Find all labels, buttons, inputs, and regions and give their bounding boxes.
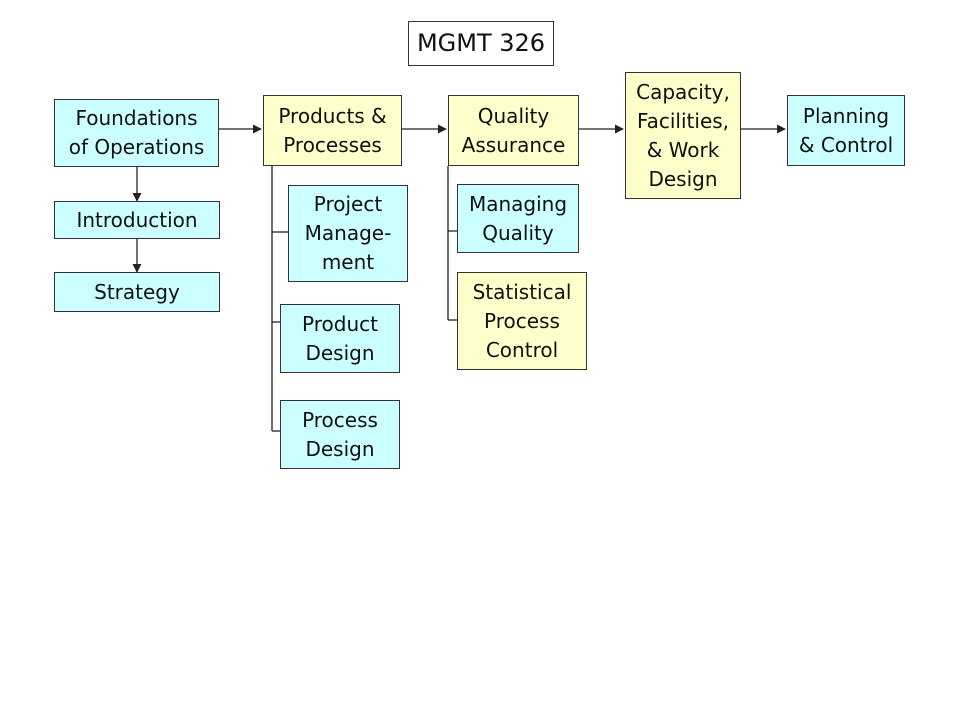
node-strategy: Strategy — [54, 272, 220, 312]
node-foundations-of-operations: Foundations of Operations — [54, 99, 219, 167]
course-title: MGMT 326 — [408, 21, 554, 66]
node-introduction: Introduction — [54, 201, 220, 239]
node-statistical-process-control: Statistical Process Control — [457, 272, 587, 370]
node-products-and-processes: Products & Processes — [263, 95, 402, 166]
node-quality-assurance: Quality Assurance — [448, 95, 579, 166]
node-project-management: Project Manage- ment — [288, 185, 408, 282]
node-planning-and-control: Planning & Control — [787, 95, 905, 166]
node-managing-quality: Managing Quality — [457, 184, 579, 253]
node-product-design: Product Design — [280, 304, 400, 373]
node-process-design: Process Design — [280, 400, 400, 469]
node-capacity-facilities-work-design: Capacity, Facilities, & Work Design — [625, 72, 741, 199]
